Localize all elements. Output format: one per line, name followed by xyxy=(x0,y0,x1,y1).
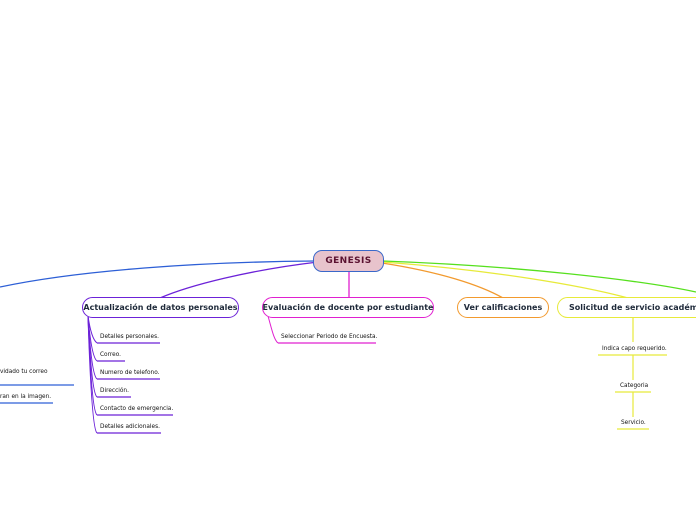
leaf-partial-2[interactable]: ran en la imagen. xyxy=(0,394,52,400)
leaf-datos-6[interactable]: Detalles adicionales. xyxy=(100,424,160,430)
leaf-datos-3[interactable]: Numero de telefono. xyxy=(100,370,160,376)
connector-root-datos xyxy=(159,261,319,299)
branch-evaluacion-node[interactable]: Evaluación de docente por estudiante xyxy=(262,297,434,318)
branch-solicitud-node[interactable]: Solicitud de servicio académico xyxy=(557,297,696,318)
connector-evaluacion-leaf xyxy=(267,315,279,344)
connector-datos-leaf-6 xyxy=(87,315,98,434)
leaf-solicitud-2[interactable]: Categoria xyxy=(620,383,649,389)
connector-root-solicitud xyxy=(382,261,629,299)
connector-root-offscreen xyxy=(382,260,696,293)
root-node[interactable]: GENESIS xyxy=(313,250,384,272)
connector-root-calificaciones xyxy=(381,262,504,299)
leaf-datos-2[interactable]: Correo. xyxy=(100,352,121,358)
leaf-partial-1[interactable]: vidado tu correo xyxy=(0,369,48,375)
branch-datos-node[interactable]: Actualización de datos personales xyxy=(82,297,239,318)
leaf-datos-5[interactable]: Contacto de emergencia. xyxy=(100,406,174,412)
leaf-solicitud-3[interactable]: Servicio. xyxy=(621,420,646,426)
leaf-datos-4[interactable]: Dirección. xyxy=(100,388,129,394)
leaf-datos-1[interactable]: Detalles personales. xyxy=(100,334,159,340)
leaf-evaluacion-1[interactable]: Seleccionar Periodo de Encuesta. xyxy=(281,334,378,340)
branch-calificaciones-node[interactable]: Ver calificaciones xyxy=(457,297,549,318)
leaf-solicitud-1[interactable]: Indica capo requerido. xyxy=(602,346,667,352)
connector-root-partial xyxy=(0,260,316,288)
